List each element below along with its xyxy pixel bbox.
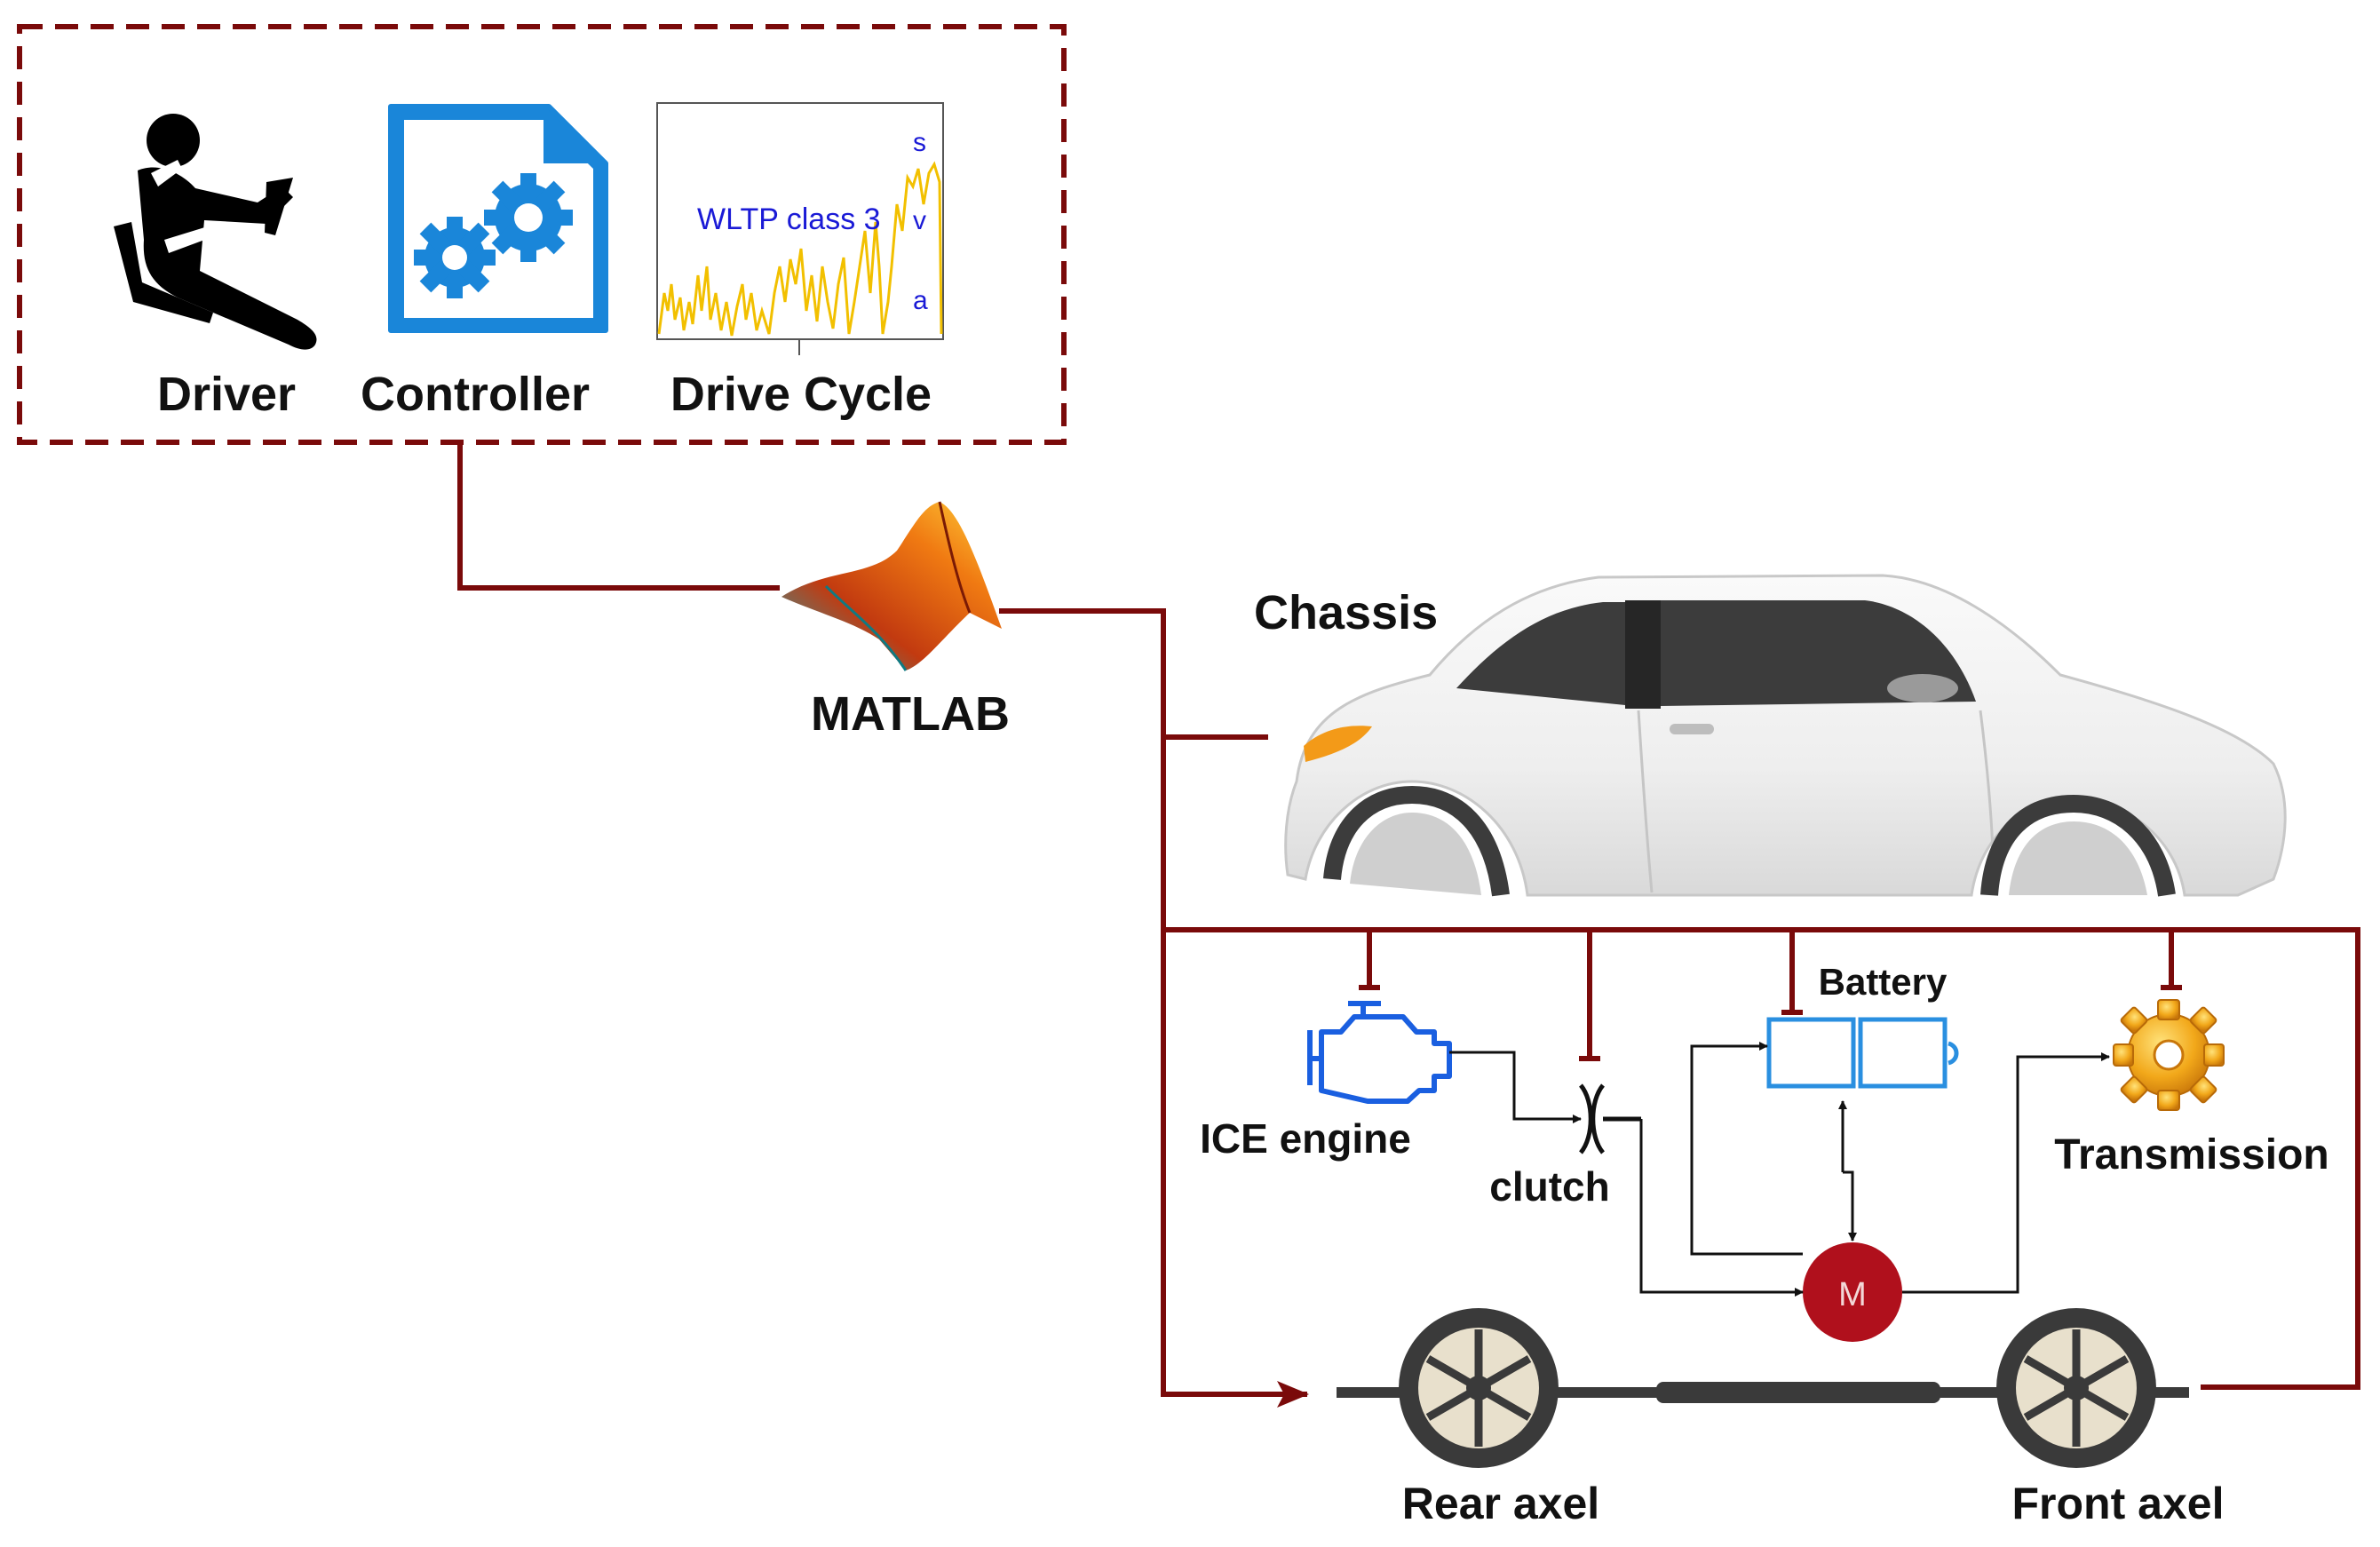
matlab-membrane-icon [781,501,1002,671]
chassis-label: Chassis [1254,586,1438,639]
motor-label: M [1838,1276,1867,1313]
gear-document-icon [388,104,608,333]
drive-cycle-plot: WLTP class 3 s v a [656,102,944,355]
signal-v: v [913,206,926,235]
rear-axel-label: Rear axel [1402,1479,1599,1528]
clutch-label: clutch [1489,1163,1609,1210]
battery-label: Battery [1819,961,1948,1003]
battery-icon [1766,1017,1959,1089]
matlab-label: MATLAB [811,687,1010,741]
clutch-icon [1578,1083,1641,1154]
input-group-box [17,24,1067,445]
signal-s: s [913,128,926,157]
front-axel-label: Front axel [2012,1479,2225,1528]
seated-driver-icon [114,114,317,350]
front-wheel-icon [1996,1308,2156,1468]
drive-cycle-label: Drive Cycle [670,368,932,421]
rear-wheel-icon [1399,1308,1559,1468]
transmission-label: Transmission [2054,1131,2328,1178]
engine-icon [1307,1001,1452,1104]
golden-gear-icon [2113,999,2225,1111]
controller-label: Controller [361,368,590,421]
drive-cycle-title: WLTP class 3 [697,202,881,236]
driver-label: Driver [157,368,296,421]
power-flow-arrows [1449,1042,2110,1297]
motor-icon [1803,1242,1902,1342]
signal-connectors [457,442,2360,1408]
signal-a: a [913,286,928,315]
car-chassis-icon [1284,574,2287,897]
wltp-speed-trace [657,161,943,337]
ice-engine-label: ICE engine [1200,1115,1411,1162]
